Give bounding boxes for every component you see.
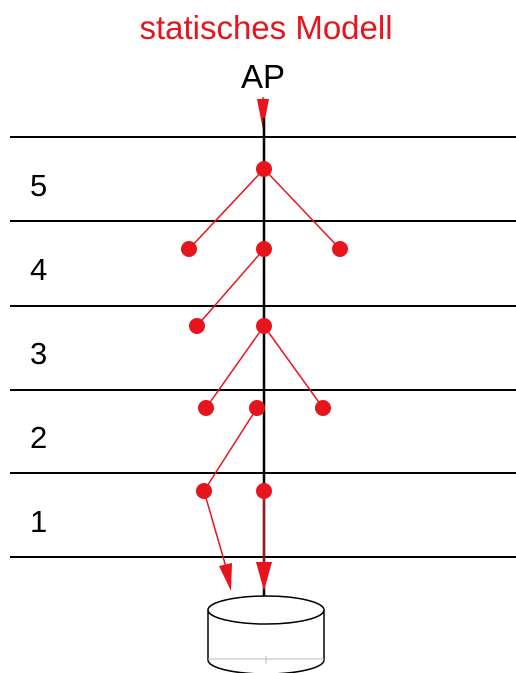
node-layer-2: [315, 400, 331, 416]
call-edge: [205, 325, 265, 409]
node-layer-1: [256, 483, 272, 499]
node-layer-4: [332, 241, 348, 257]
call-edge: [196, 248, 265, 327]
node-layer-2: [198, 400, 214, 416]
entry-arrowhead: [257, 99, 269, 130]
call-edge: [203, 407, 258, 492]
database-cylinder-icon: [207, 595, 325, 673]
node-layer-3: [189, 318, 205, 334]
entry-label: AP: [241, 58, 285, 95]
layer-label-3: 3: [30, 336, 47, 371]
node-layer-1: [196, 483, 212, 499]
diagram-title: statisches Modell: [139, 9, 392, 46]
node-layer-4: [181, 241, 197, 257]
call-edge: [188, 168, 265, 250]
layer-label-1: 1: [30, 504, 47, 539]
db-arrowhead: [219, 563, 232, 591]
layer-label-5: 5: [30, 168, 47, 203]
layer-label-4: 4: [30, 252, 47, 287]
call-edge: [263, 325, 324, 409]
call-edge: [203, 490, 229, 575]
node-layer-5: [256, 161, 272, 177]
node-layer-3: [256, 318, 272, 334]
call-edge: [263, 168, 341, 250]
node-layer-2: [249, 400, 265, 416]
db-arrowhead: [256, 562, 272, 591]
layer-label-2: 2: [30, 420, 47, 455]
node-layer-4: [256, 241, 272, 257]
